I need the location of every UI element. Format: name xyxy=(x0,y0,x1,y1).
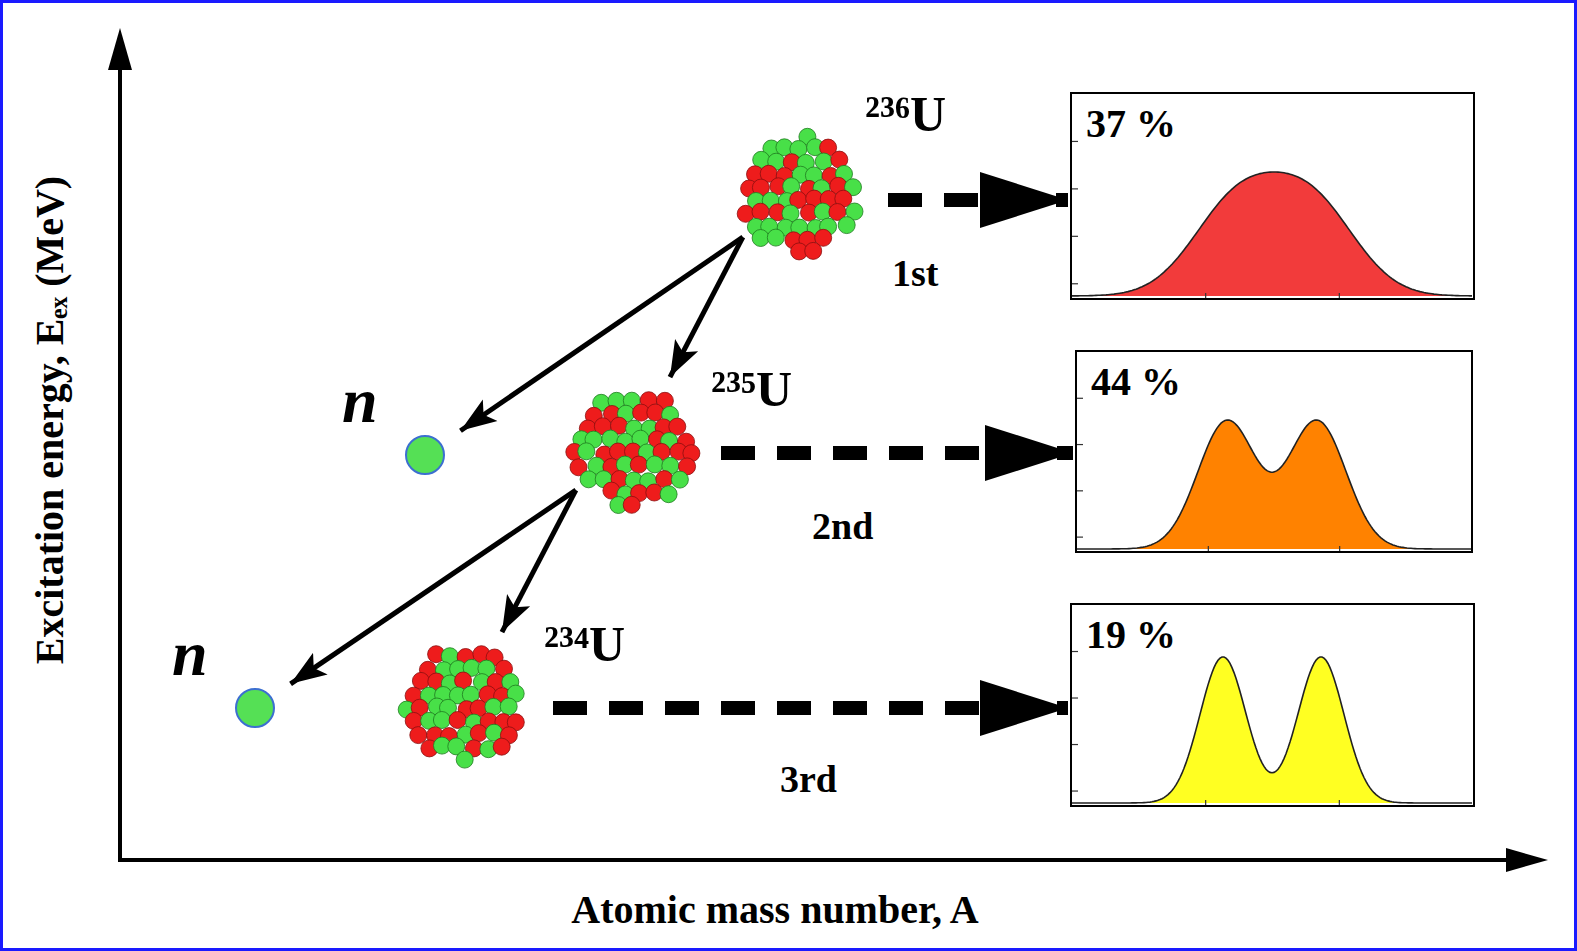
fission-arrow xyxy=(553,701,1068,715)
nucleon-cluster xyxy=(565,380,701,516)
fraction-label: 19 % xyxy=(1086,611,1176,659)
nucleon-cluster xyxy=(732,127,868,263)
y-axis xyxy=(118,60,122,860)
axis-title: Atomic mass number, A xyxy=(571,886,978,934)
emission-arrow xyxy=(502,490,576,632)
chance-label: 2nd xyxy=(812,503,873,549)
yield-chart: 44 % xyxy=(1075,350,1473,553)
isotope-label: ²³⁶U xyxy=(865,87,946,142)
chance-label: 3rd xyxy=(780,756,837,802)
emission-arrow xyxy=(670,237,743,377)
yield-chart: 37 % xyxy=(1070,92,1475,300)
x-axis-head xyxy=(1506,848,1548,872)
isotope-label: ²³⁴U xyxy=(544,617,625,672)
axis-title: Excitation energy, Eₑₓ (MeV) xyxy=(26,176,74,664)
neutron-label: n xyxy=(172,619,208,689)
fraction-label: 37 % xyxy=(1086,100,1176,148)
emission-arrow xyxy=(291,490,576,684)
neutron: n xyxy=(234,687,276,729)
neutron-ball xyxy=(234,687,276,729)
x-axis xyxy=(118,858,1515,862)
neutron: n xyxy=(404,434,446,476)
uranium-nucleus: ²³⁵U xyxy=(565,380,701,516)
nucleon-cluster xyxy=(397,635,533,771)
uranium-nucleus: ²³⁴U xyxy=(397,635,533,771)
neutron-ball xyxy=(404,434,446,476)
fission-arrow xyxy=(888,193,1068,207)
y-axis-head xyxy=(108,28,132,70)
yield-chart: 19 % xyxy=(1070,603,1475,807)
fraction-label: 44 % xyxy=(1091,358,1181,406)
fission-arrow xyxy=(721,446,1073,460)
uranium-nucleus: ²³⁶U xyxy=(732,127,868,263)
chance-label: 1st xyxy=(892,250,938,296)
isotope-label: ²³⁵U xyxy=(711,362,792,417)
emission-arrow xyxy=(460,237,742,431)
neutron-label: n xyxy=(342,366,378,436)
